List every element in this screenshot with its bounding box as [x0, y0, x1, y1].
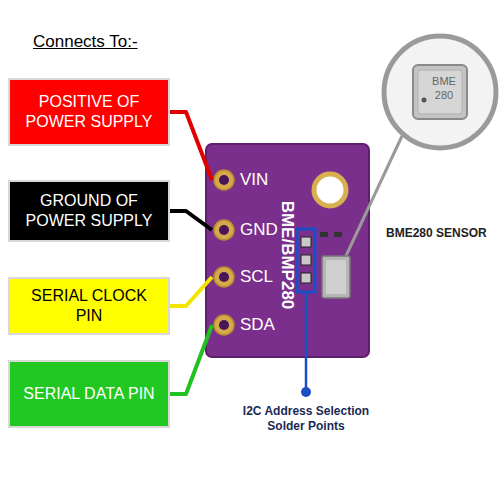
connection-box: GROUND OF POWER SUPPLY	[8, 180, 170, 242]
pin-name: SDA	[240, 313, 275, 337]
box-text: SERIAL CLOCK PIN	[18, 286, 160, 326]
selection-bracket	[297, 229, 315, 292]
pin-pad-ring	[212, 218, 236, 242]
pin-pad-metal	[214, 170, 234, 190]
part-label: BME280 SENSOR	[386, 226, 500, 241]
sensor-chip-lid	[418, 70, 462, 114]
box-text: POSITIVE OF POWER SUPPLY	[18, 92, 160, 132]
pin-pad: VIN	[212, 168, 274, 192]
connection-box: POSITIVE OF POWER SUPPLY	[8, 78, 170, 146]
pin-pad: SCL	[212, 265, 274, 289]
connection-box: SERIAL DATA PIN	[8, 360, 170, 428]
pin-pad-ring	[212, 313, 236, 337]
smd-part	[320, 232, 328, 237]
board-name: BME/BMP280	[277, 201, 297, 310]
sensor-chip-lid	[326, 260, 346, 294]
solder-pad	[301, 237, 311, 247]
pin-hole	[219, 225, 229, 235]
connection-wire	[170, 325, 212, 394]
pin-pad: SDA	[212, 313, 274, 337]
connection-wire	[170, 277, 212, 306]
selection-leader	[305, 292, 308, 389]
pin-hole	[219, 175, 229, 185]
connection-wire	[170, 211, 212, 230]
zoom-circle	[384, 36, 496, 148]
pin-pad-metal	[214, 267, 234, 287]
pin-pad-metal	[214, 315, 234, 335]
sensor-chip-zoom	[413, 65, 467, 119]
box-text: SERIAL DATA PIN	[23, 384, 154, 404]
pin-name: GND	[240, 218, 278, 242]
sensor-board: BME/BMP280 VIN GND SCL SDA	[205, 143, 370, 358]
pin-pad-ring	[212, 168, 236, 192]
pin-hole	[219, 320, 229, 330]
pin-hole	[219, 272, 229, 282]
connection-wire	[170, 112, 212, 180]
smd-part	[334, 232, 342, 237]
diagram-title: Connects To:-	[33, 32, 138, 52]
solder-pad	[301, 255, 311, 265]
chip-marking: BME 280	[426, 74, 462, 102]
mounting-hole	[314, 174, 346, 206]
solder-pad	[301, 273, 311, 283]
sensor-chip	[322, 256, 350, 298]
pin-name: VIN	[240, 168, 268, 192]
pin-pad-metal	[214, 220, 234, 240]
pin-pad: GND	[212, 218, 274, 242]
pin-pad-ring	[212, 265, 236, 289]
callout-label: I2C Address Selection Solder Points	[238, 404, 374, 434]
leader-dot	[301, 387, 311, 397]
pin-name: SCL	[240, 265, 273, 289]
sensor-port	[422, 98, 427, 103]
box-text: GROUND OF POWER SUPPLY	[18, 191, 160, 231]
connection-box: SERIAL CLOCK PIN	[8, 277, 170, 335]
